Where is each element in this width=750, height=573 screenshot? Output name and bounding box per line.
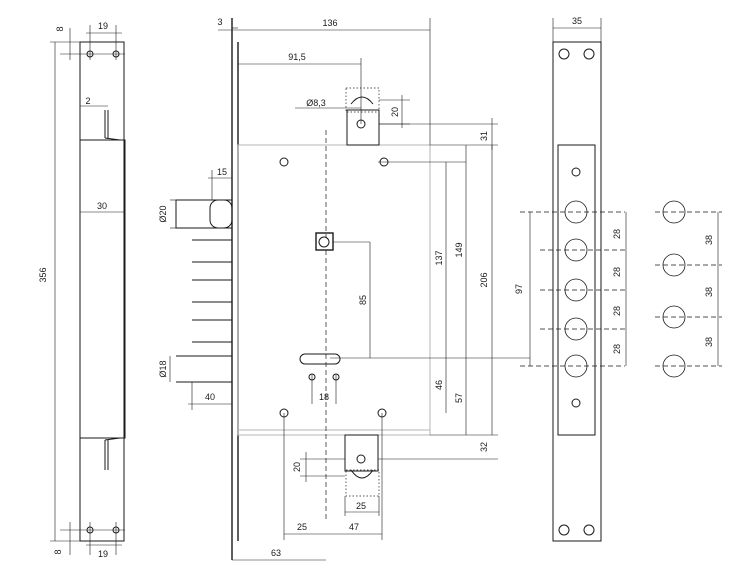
dim-pitch-left: 28 [612, 306, 622, 316]
dim-top-gap: 31 [479, 131, 489, 141]
dim-cylinder-width: 18 [319, 392, 329, 402]
dim-bolt-span: 97 [514, 284, 524, 294]
dim-strike-width-bottom: 19 [98, 549, 108, 559]
strike-plate-outline [79, 41, 125, 542]
dim-strike-lip: 2 [85, 96, 90, 106]
bolt [192, 319, 233, 343]
deadbolt [175, 199, 233, 229]
dim-pitch-left: 28 [612, 267, 622, 277]
dim-bottom-tab: 20 [292, 462, 302, 472]
dim-height-206: 206 [479, 272, 489, 287]
dim-base-25: 25 [297, 522, 307, 532]
dim-bolt-diameter: Ø20 [158, 205, 168, 222]
bolt [192, 239, 233, 263]
cylinder-slot [299, 353, 341, 365]
small-hole-icon [571, 398, 581, 408]
faceplate-view: 35 97 28 28 28 28 38 38 38 [514, 16, 722, 542]
dim-base-47: 47 [349, 522, 359, 532]
dim-case-width: 136 [322, 18, 337, 28]
lock-body-view: 3 136 91,5 Ø8,3 20 31 15 Ø20 Ø18 40 85 1… [158, 17, 530, 561]
case-hole-icon [279, 157, 289, 167]
dim-pitch-right: 38 [704, 235, 714, 245]
dim-strike-body: 30 [97, 201, 107, 211]
screw-hole-icon [558, 524, 570, 536]
dim-latch-width: 40 [205, 392, 215, 402]
strike-plate-body [79, 139, 126, 439]
dim-hole-diameter: Ø8,3 [306, 98, 326, 108]
dim-strike-height: 356 [38, 267, 48, 282]
dim-top-tab: 20 [390, 107, 400, 117]
latch [176, 355, 233, 383]
dim-spindle-offset: 91,5 [288, 52, 306, 62]
tab-hole-icon [356, 454, 366, 464]
dim-latch-diameter: Ø18 [158, 360, 168, 377]
dim-to-bottom-57: 57 [454, 393, 464, 403]
dim-backset-offset: 3 [217, 17, 222, 27]
dim-strike-width-top: 19 [98, 21, 108, 31]
dim-height-149: 149 [454, 242, 464, 257]
spindle-square-icon [315, 232, 334, 251]
dim-bottom-gap: 32 [479, 442, 489, 452]
dim-pitch-left: 28 [612, 344, 622, 354]
bolt [192, 279, 233, 303]
dim-pitch-right: 38 [704, 337, 714, 347]
dim-bolt-projection: 15 [217, 167, 227, 177]
dim-strike-offset-bottom: 8 [53, 549, 63, 554]
bottom-tab [344, 434, 379, 472]
dim-pitch-right: 38 [704, 287, 714, 297]
lock-case [237, 144, 431, 436]
dim-strike-offset-top: 8 [55, 26, 65, 31]
top-tab [346, 109, 380, 146]
dim-pitch-left: 28 [612, 229, 622, 239]
dim-bottom-tab-width: 25 [356, 501, 366, 511]
dim-to-bottom-46: 46 [434, 380, 444, 390]
screw-hole-icon [583, 48, 595, 60]
dim-height-137: 137 [434, 250, 444, 265]
strike-plate-view: 356 19 8 19 8 2 30 [38, 21, 126, 559]
faceplate-outline [552, 41, 602, 542]
dim-faceplate-width: 35 [572, 16, 582, 26]
screw-hole-icon [558, 48, 570, 60]
screw-hole-icon [583, 524, 595, 536]
dim-key-to-cylinder: 85 [358, 295, 368, 305]
small-hole-icon [571, 167, 581, 177]
dim-base-63: 63 [271, 548, 281, 558]
